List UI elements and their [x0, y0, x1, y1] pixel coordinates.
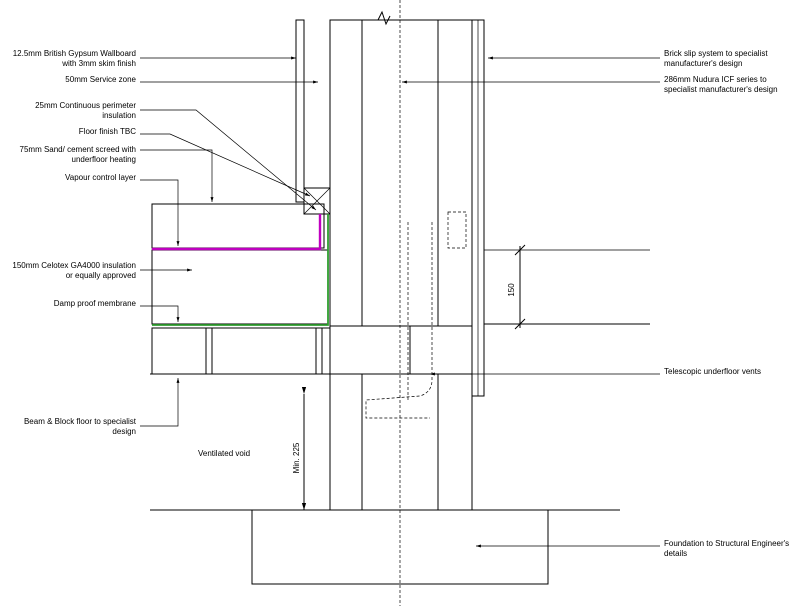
foundation — [251, 509, 549, 585]
label-line: details — [664, 549, 687, 558]
label-line: 286mm Nudura ICF series to — [664, 75, 767, 84]
beam-block-floor — [151, 327, 331, 375]
leader-lines — [140, 56, 660, 548]
label-line: Brick slip system to specialist — [664, 49, 768, 58]
label-line: Foundation to Structural Engineer's — [664, 539, 789, 548]
leader-line — [140, 149, 214, 202]
label-vents: Telescopic underfloor vents — [664, 367, 761, 376]
icf-inner-insulation — [329, 19, 363, 327]
dim-150-text: 150 — [507, 283, 516, 297]
celotex-insulation — [151, 249, 329, 325]
label-floorfinish: Floor finish TBC — [79, 127, 136, 136]
label-line: Beam & Block floor to specialist — [24, 417, 137, 426]
leader-line — [140, 109, 317, 211]
label-line: Floor finish TBC — [79, 127, 136, 136]
break-line — [377, 10, 391, 26]
floor-buildup — [151, 203, 331, 375]
leader-line — [140, 133, 311, 197]
label-vcl: Vapour control layer — [65, 173, 136, 182]
label-line: insulation — [102, 111, 136, 120]
icf-concrete-at-floor — [329, 325, 411, 375]
label-dpm: Damp proof membrane — [54, 299, 137, 308]
label-line: design — [112, 427, 136, 436]
label-line: 150mm Celotex GA4000 insulation — [12, 261, 136, 270]
vapour-control-layer — [152, 214, 322, 251]
leader-line — [140, 378, 180, 427]
label-line: or equally approved — [66, 271, 136, 280]
label-line: 25mm Continuous perimeter — [35, 101, 136, 110]
icf-inner-insulation-lower — [329, 373, 363, 511]
icf-outer-insulation-lower — [437, 373, 473, 511]
label-line: with 3mm skim finish — [61, 59, 136, 68]
label-line: specialist manufacturer's design — [664, 85, 778, 94]
label-line: manufacturer's design — [664, 59, 742, 68]
label-line: 75mm Sand/ cement screed with — [20, 145, 137, 154]
label-line: Telescopic underfloor vents — [664, 367, 761, 376]
icf-outer-insulation — [437, 19, 473, 327]
telescopic-vent — [365, 211, 467, 419]
leader-line — [140, 305, 180, 322]
label-service: 50mm Service zone — [65, 75, 136, 84]
icf-concrete-at-floor-outer — [409, 325, 473, 375]
label-line: Damp proof membrane — [54, 299, 137, 308]
brick-slip-cladding — [471, 19, 485, 397]
dim-225-text: Min. 225 — [292, 442, 301, 473]
label-line: Vapour control layer — [65, 173, 136, 182]
label-line: underfloor heating — [72, 155, 137, 164]
wallboard — [295, 19, 305, 203]
leader-line — [140, 179, 180, 246]
label-line: 50mm Service zone — [65, 75, 136, 84]
skirting-batten — [303, 187, 331, 215]
damp-proof-membrane — [152, 214, 329, 326]
dimension-225: Min. 225 — [292, 387, 307, 510]
ventilated-void-label: Ventilated void — [198, 449, 250, 458]
dimension-150: 150 — [507, 244, 526, 330]
internal-lining — [295, 19, 331, 215]
icf-wall — [329, 0, 473, 606]
label-line: 12.5mm British Gypsum Wallboard — [13, 49, 136, 58]
